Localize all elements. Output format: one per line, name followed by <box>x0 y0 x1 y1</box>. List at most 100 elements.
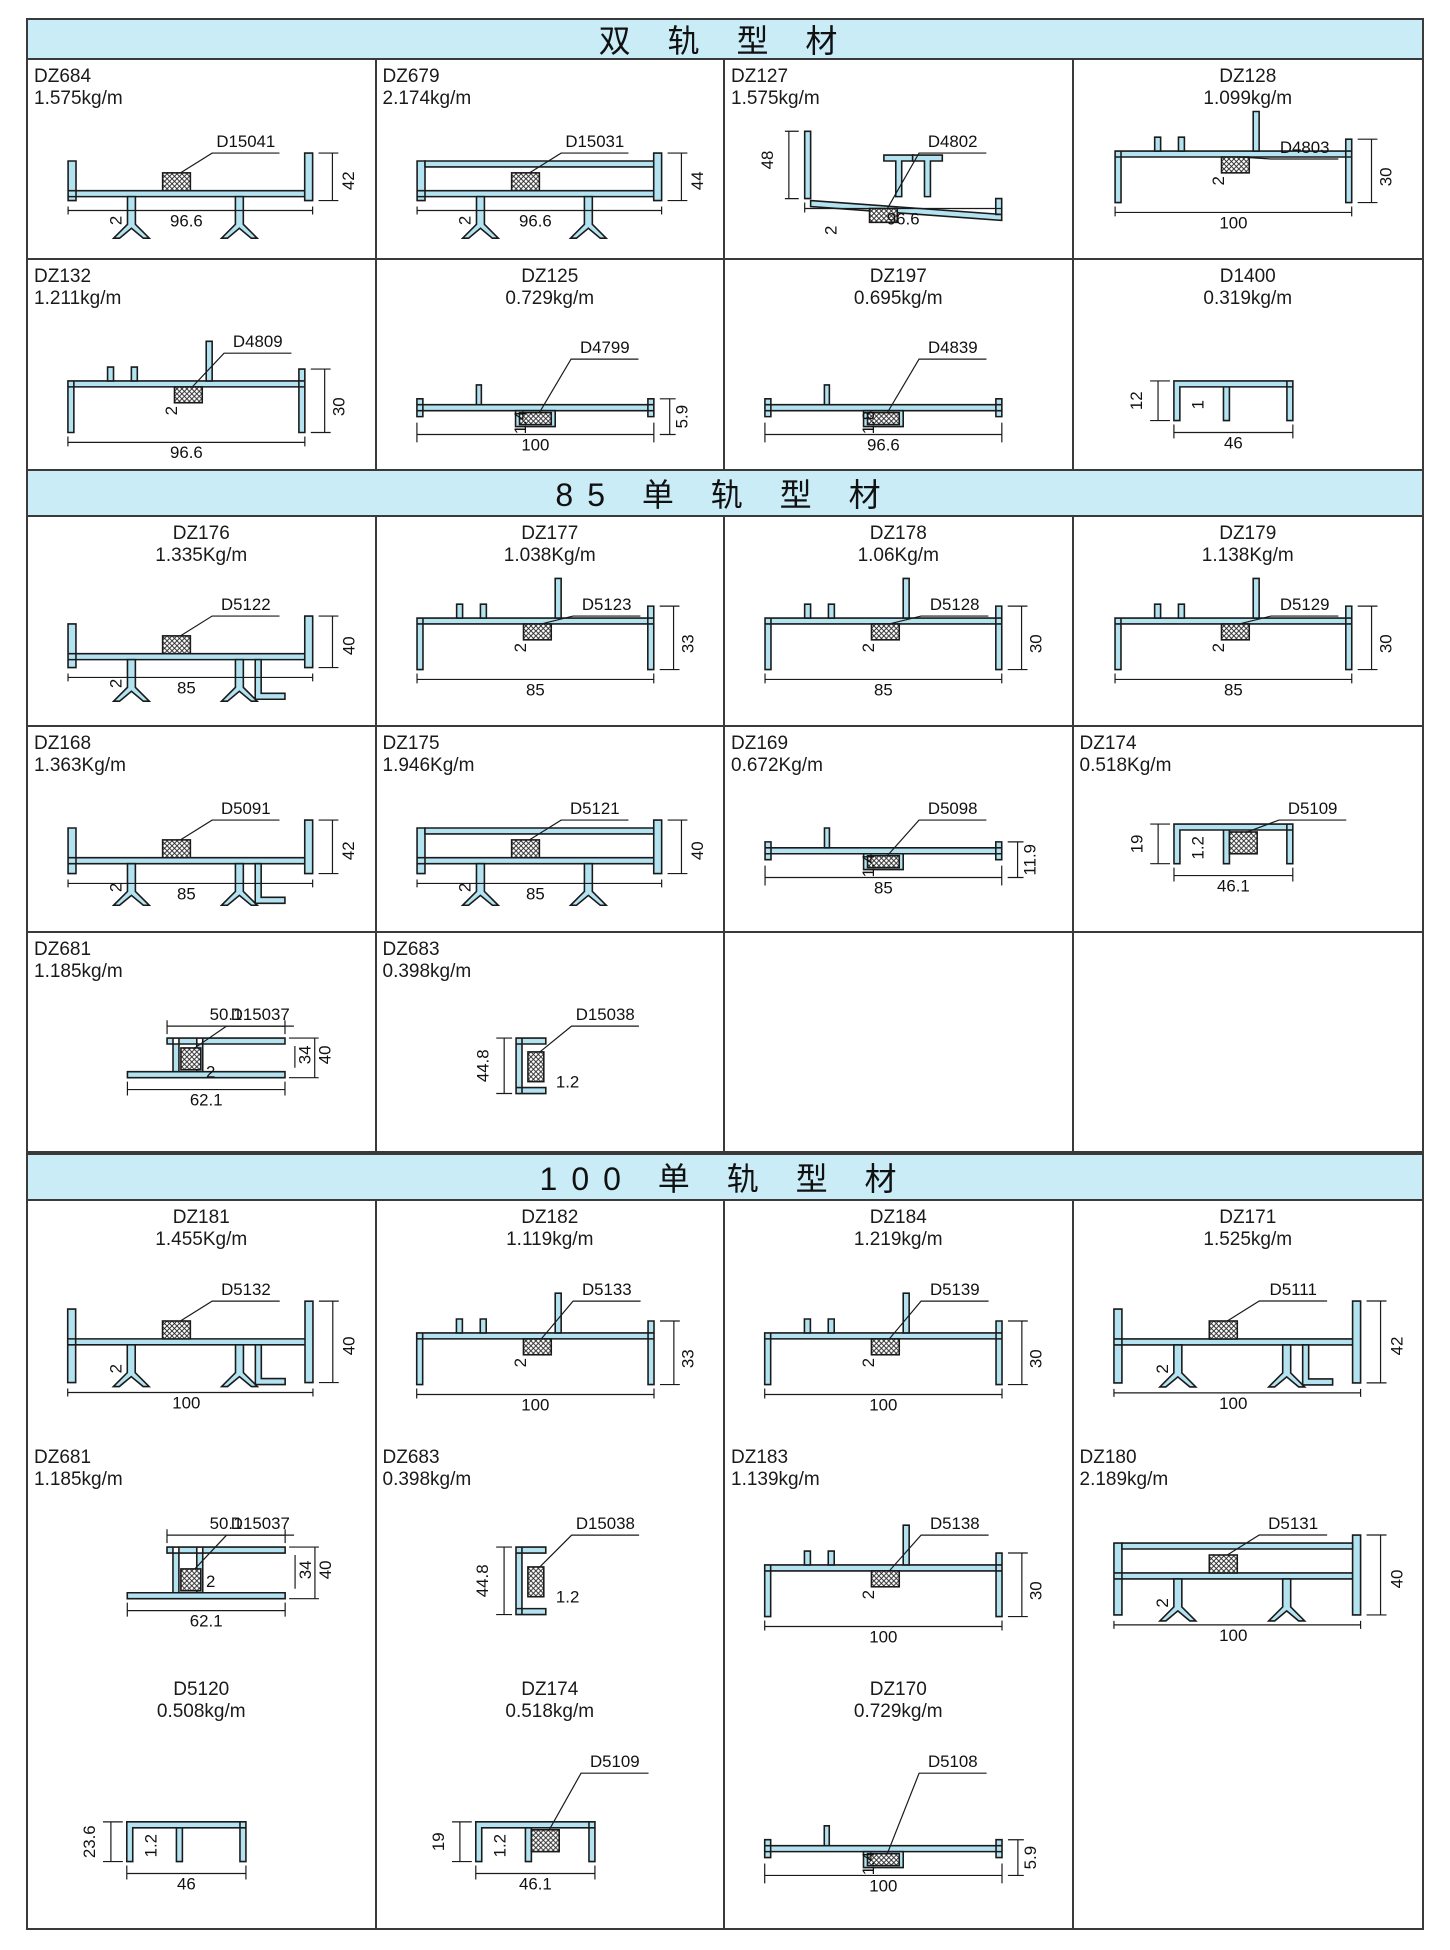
wall-dimension: 1.2 <box>555 1073 578 1092</box>
profile-weight: 1.575kg/m <box>34 88 123 109</box>
gasket-code-label: D4802 <box>928 132 978 151</box>
profile-weight: 1.946Kg/m <box>382 755 475 776</box>
wall-dimension: 2 <box>1152 1364 1171 1373</box>
profile-weight: 0.729kg/m <box>853 1701 943 1722</box>
width-dimension: 96.6 <box>170 443 203 462</box>
profile-weight: 0.319kg/m <box>1203 288 1293 309</box>
gasket-code-label: D5108 <box>928 1752 978 1771</box>
profile-code: DZ177 <box>521 523 579 544</box>
width-dimension: 100 <box>1219 1626 1247 1645</box>
width-dimension: 85 <box>526 884 545 903</box>
profile-code: DZ180 <box>1079 1447 1137 1468</box>
wall-dimension: 2 <box>107 883 126 892</box>
wall-dimension: 1 <box>1188 400 1207 409</box>
profile-code: DZ183 <box>731 1447 789 1468</box>
section-header-85-single-track: 85 单 轨 型 材 <box>28 469 1422 517</box>
profile-code: DZ683 <box>382 939 440 960</box>
wall-dimension: 1.4 <box>859 1852 878 1875</box>
gasket-code-label: D5098 <box>928 799 978 818</box>
width-dimension: 85 <box>1224 680 1243 699</box>
wall-dimension: 1.8 <box>859 411 878 434</box>
height-dimension: 12 <box>1127 391 1146 410</box>
gasket-code-label: D5133 <box>581 1280 631 1299</box>
profile-code: DZ178 <box>869 523 927 544</box>
height-dimension: 23.6 <box>80 1825 99 1858</box>
profile-weight: 1.455Kg/m <box>155 1229 248 1250</box>
profile-weight: 1.219kg/m <box>853 1229 943 1250</box>
profile-weight: 1.139kg/m <box>731 1469 820 1490</box>
profile-code: D1400 <box>1219 266 1276 287</box>
profile-code: DZ184 <box>869 1207 927 1228</box>
gasket-code-label: D5109 <box>589 1752 639 1771</box>
profile-weight: 1.575kg/m <box>731 88 820 109</box>
height-dimension: 30 <box>1376 167 1395 186</box>
wall-dimension: 2 <box>859 1358 878 1367</box>
profile-code: DZ132 <box>34 266 92 287</box>
empty-cell <box>725 933 1074 1153</box>
height-dimension: 44.8 <box>473 1564 492 1597</box>
gasket-code-label: D4839 <box>928 338 978 357</box>
width-dimension: 46 <box>1224 433 1243 452</box>
gasket-code-label: D4809 <box>233 332 283 351</box>
wall-dimension: 1.2 <box>490 1834 509 1857</box>
height-dimension: 48 <box>758 151 777 170</box>
profile-code: D5120 <box>173 1679 230 1700</box>
gasket-code-label: D15041 <box>216 132 275 151</box>
empty-cell <box>1074 1673 1423 1930</box>
profile-code: DZ179 <box>1219 523 1277 544</box>
profile-code: DZ174 <box>521 1679 579 1700</box>
width-dimension: 85 <box>177 678 196 697</box>
height-dimension: 40 <box>340 1336 359 1355</box>
height-dimension: 30 <box>1376 634 1395 653</box>
height-dimension: 30 <box>329 397 348 416</box>
wall-dimension: 2 <box>1208 176 1227 185</box>
height-dimension: 19 <box>1127 834 1146 853</box>
profile-code: DZ681 <box>34 939 92 960</box>
height-dimension: 30 <box>1027 1349 1046 1368</box>
height-dimension: 30 <box>1026 634 1045 653</box>
width-dimension: 85 <box>526 680 545 699</box>
profile-code: DZ127 <box>731 66 789 87</box>
height-dimension: 40 <box>316 1046 335 1065</box>
profile-weight: 1.038Kg/m <box>503 545 596 566</box>
